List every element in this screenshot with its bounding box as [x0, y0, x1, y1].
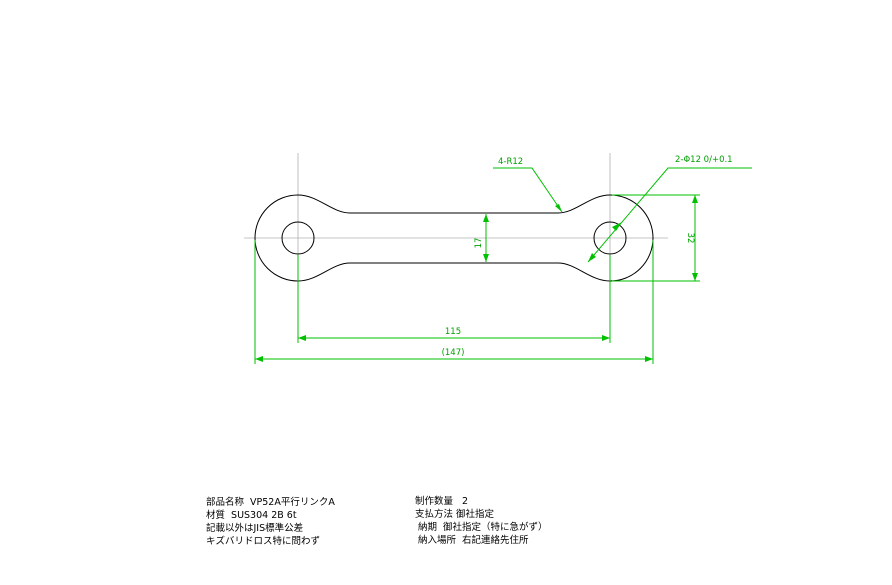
thickness-arrow-top — [483, 214, 489, 222]
overall-arrow-right — [645, 356, 653, 362]
note-delivery-date: 納期 御社指定（特に急がず） — [415, 522, 548, 533]
center-distance-arrow-left — [298, 335, 306, 341]
left-hole — [281, 221, 315, 255]
hole-leader — [587, 167, 752, 263]
fillet-callout: 4-R12 — [498, 157, 523, 167]
note-finish: キズバリドロス特に問わず — [206, 536, 321, 547]
height-arrow-bottom — [692, 273, 698, 281]
notes-left-block: 部品名称 VP52A平行リンクA 材質 SUS304 2B 6t 記載以外はJI… — [206, 496, 335, 548]
thickness-label: 17 — [474, 238, 484, 249]
note-delivery-place: 納入場所 右記連絡先住所 — [415, 535, 529, 546]
hole-leader-arrow-outer — [588, 253, 596, 262]
overall-length-label: (147) — [442, 348, 465, 358]
note-payment: 支払方法 御社指定 — [415, 509, 495, 520]
dimensions: 4-R12 2-Φ12 0/+0.1 17 32 115 (147) — [254, 155, 752, 364]
overall-arrow-left — [255, 356, 263, 362]
note-tolerance: 記載以外はJIS標準公差 — [206, 523, 304, 534]
center-distance-label: 115 — [445, 327, 461, 337]
height-label: 32 — [685, 233, 695, 244]
hole-callout: 2-Φ12 0/+0.1 — [675, 155, 733, 165]
note-quantity: 制作数量 2 — [415, 496, 469, 507]
notes-right-block: 制作数量 2 支払方法 御社指定 納期 御社指定（特に急がず） 納入場所 右記連… — [415, 495, 548, 547]
right-hole — [593, 221, 627, 255]
thickness-arrow-bottom — [483, 254, 489, 262]
fillet-leader — [493, 167, 563, 213]
hole-leader-arrow-inner — [612, 222, 622, 231]
center-lines — [244, 153, 668, 295]
fillet-leader-arrow — [555, 204, 562, 212]
note-material: 材質 SUS304 2B 6t — [206, 510, 297, 521]
note-part-name: 部品名称 VP52A平行リンクA — [206, 497, 335, 508]
height-arrow-top — [692, 195, 698, 203]
center-distance-arrow-right — [602, 335, 610, 341]
